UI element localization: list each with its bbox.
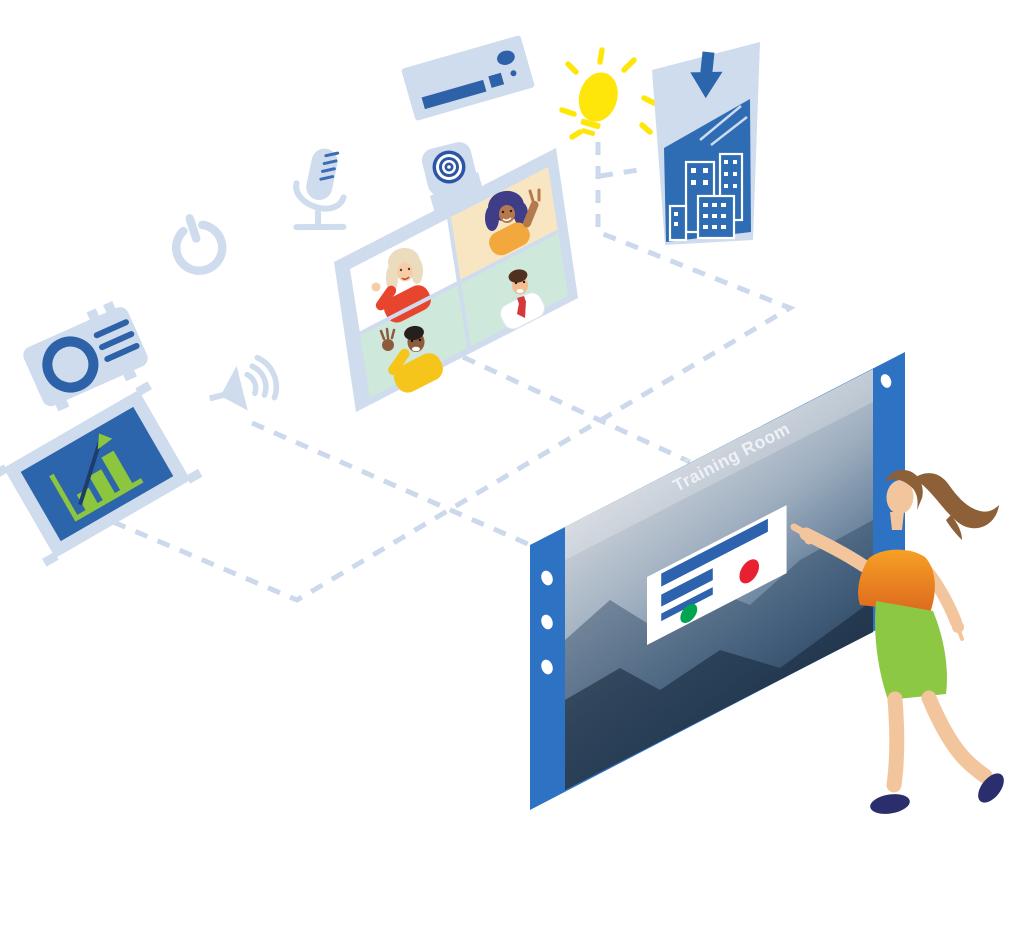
panel-mount-dots: [541, 374, 892, 675]
power-icon: [172, 214, 227, 275]
presenter-shoe-right: [978, 773, 1004, 803]
dashed-path-light-to-screen: [91, 142, 796, 603]
presenter-shoe-left: [870, 794, 910, 814]
participant-purple-hair-woman: [485, 188, 541, 256]
growth-chart-icon: [49, 433, 144, 522]
card-title-bar: [661, 518, 768, 587]
speaker-icon: [208, 354, 279, 411]
presenter-skirt: [875, 601, 947, 700]
light-bulb-icon: [559, 47, 657, 140]
card-line-2: [661, 587, 713, 622]
touch-panel: Training Room: [530, 352, 905, 810]
booking-card: [647, 505, 787, 645]
presenter-head: [886, 480, 914, 514]
presenter-hair: [885, 469, 923, 510]
down-arrow-icon: [690, 51, 723, 99]
connection-dashed-lines: [91, 142, 796, 603]
microphone-icon: [293, 148, 347, 231]
video-conference-icon: [334, 142, 578, 412]
dashed-path-video-to-panel: [461, 354, 692, 465]
projector-icon: [23, 301, 148, 412]
dashed-path-speaker-to-panel: [250, 420, 530, 547]
green-status-dot: [680, 603, 698, 624]
media-player-icon: [401, 35, 535, 121]
window-shades-icon: [652, 42, 760, 245]
participant-tie-man: [499, 269, 546, 330]
presenter-top: [858, 549, 935, 613]
card-line-1: [661, 568, 713, 607]
projection-screen-icon: [0, 381, 203, 567]
presenter-figure: [790, 469, 1004, 814]
red-status-dot: [739, 559, 760, 584]
dashed-path-shades-connector: [599, 166, 646, 179]
participant-waving-man: [379, 325, 443, 393]
